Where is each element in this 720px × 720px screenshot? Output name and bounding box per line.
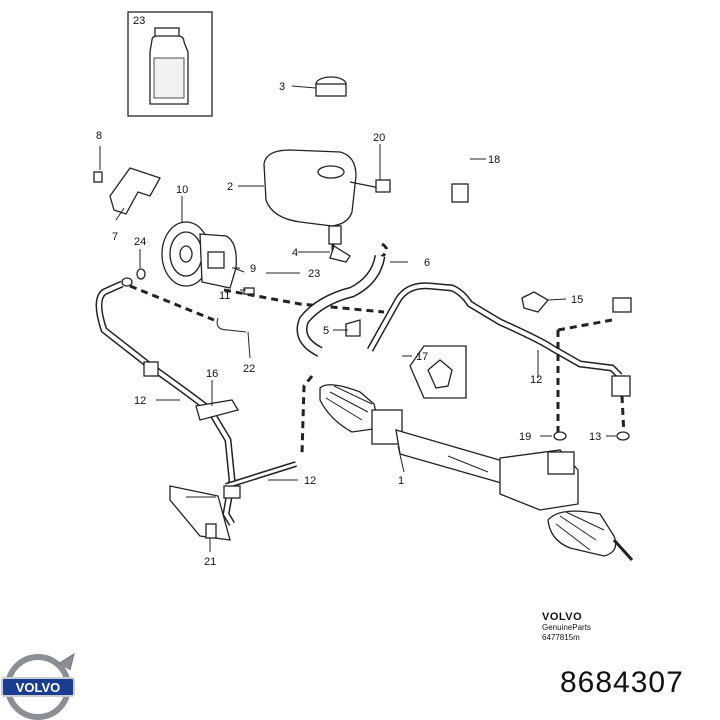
pressure-pipe-fitting xyxy=(611,375,631,397)
callout-21: 21 xyxy=(204,556,216,568)
item-7-bracket xyxy=(109,167,161,215)
callout-8: 8 xyxy=(96,130,102,142)
callout-20: 20 xyxy=(373,132,385,144)
callout-17: 17 xyxy=(416,351,428,363)
callout-18: 18 xyxy=(488,154,500,166)
rack-detail-line xyxy=(447,455,489,473)
rack-boot-right-ribs xyxy=(555,511,605,551)
callout-22: 22 xyxy=(243,363,255,375)
item-8-bolt xyxy=(93,171,103,183)
callout-9: 9 xyxy=(250,263,256,275)
pipe-fitting-left xyxy=(121,277,133,287)
item-22-clip xyxy=(216,317,247,333)
item-17-clip xyxy=(427,359,453,389)
logo-bar xyxy=(1,677,75,697)
callout-23-mid: 23 xyxy=(308,268,320,280)
route-dash-h xyxy=(300,375,314,455)
supply-hose-inner xyxy=(298,255,384,356)
callout-24: 24 xyxy=(134,236,146,248)
callout-12-right: 12 xyxy=(530,374,542,386)
callout-labels: 23 3 2 20 18 8 10 7 24 4 6 9 23 11 15 5 … xyxy=(96,15,601,568)
callout-3: 3 xyxy=(279,81,285,93)
item-19-oring xyxy=(553,431,567,441)
item-20-clip xyxy=(375,179,391,193)
footer-drawing-code: 6477815m xyxy=(542,633,580,642)
rack-boot-right xyxy=(547,510,617,557)
item-24-oring xyxy=(136,268,146,280)
footer-brand: VOLVO xyxy=(542,611,583,623)
return-hose-fitting xyxy=(612,297,632,313)
reservoir-outlet xyxy=(328,225,342,245)
hose-clamp-4 xyxy=(329,245,351,263)
hose-clamp-5 xyxy=(345,319,361,337)
callout-10: 10 xyxy=(176,184,188,196)
callout-16: 16 xyxy=(206,368,218,380)
tie-rod xyxy=(612,538,634,562)
item-16-clamp xyxy=(195,399,240,421)
reservoir-group xyxy=(263,76,391,245)
callout-2: 2 xyxy=(227,181,233,193)
power-steering-pump xyxy=(161,221,255,295)
pump-bolt-line xyxy=(233,267,245,273)
callout-4: 4 xyxy=(292,247,298,259)
branch-pipe-inner xyxy=(225,462,297,488)
callout-12-lower: 12 xyxy=(304,475,316,487)
reservoir xyxy=(263,149,357,227)
left-pipe-clip xyxy=(223,485,241,499)
part-number: 8684307 xyxy=(560,666,684,699)
rack-boot-left xyxy=(319,384,381,433)
pump-pulley-center xyxy=(179,245,193,263)
reservoir-cap-body xyxy=(315,83,347,97)
route-dash-g xyxy=(620,395,626,437)
item-21-bolt xyxy=(205,523,217,539)
bracket-group xyxy=(93,167,161,215)
footer-genuine: GenuineParts xyxy=(542,623,591,632)
item-21-bracket xyxy=(169,485,231,541)
leader-lines xyxy=(99,85,616,552)
return-hose-inner xyxy=(265,35,625,303)
rack-valve-top xyxy=(547,451,575,475)
reservoir-return-nipple xyxy=(349,181,381,189)
callout-13: 13 xyxy=(589,431,601,443)
route-dash-c xyxy=(129,284,215,322)
route-dash-d xyxy=(223,288,385,314)
callout-6: 6 xyxy=(424,257,430,269)
volvo-logo: VOLVO xyxy=(1,652,75,720)
genuine-parts-block: VOLVO GenuineParts 6477815m xyxy=(542,611,612,642)
item-17-inset xyxy=(409,345,467,399)
item-13-oring xyxy=(616,431,630,441)
callout-5: 5 xyxy=(323,325,329,337)
rack-boot-left-ribs xyxy=(325,385,373,421)
callout-15: 15 xyxy=(571,294,583,306)
callout-11: 11 xyxy=(219,290,230,302)
pump-outlet xyxy=(207,251,225,269)
route-dash-e xyxy=(557,318,613,332)
item-11-bolt xyxy=(243,287,255,295)
reservoir-neck xyxy=(317,165,345,179)
return-hose-clamp xyxy=(451,183,469,203)
logo-arrow xyxy=(57,652,75,671)
fluid-bottle-group xyxy=(127,11,213,117)
callout-7: 7 xyxy=(112,231,118,243)
callout-23-top: 23 xyxy=(133,15,145,27)
pressure-pipe-inner xyxy=(368,283,622,378)
callout-19: 19 xyxy=(519,431,531,443)
callout-12-left: 12 xyxy=(134,395,146,407)
callout-1: 1 xyxy=(398,475,404,487)
left-pipe-sleeve xyxy=(143,361,159,377)
route-dash-a xyxy=(379,242,388,260)
steering-rack xyxy=(319,384,634,562)
bottle-label xyxy=(153,57,185,99)
logo-text: VOLVO xyxy=(16,680,61,695)
item-15-clip xyxy=(521,291,549,313)
